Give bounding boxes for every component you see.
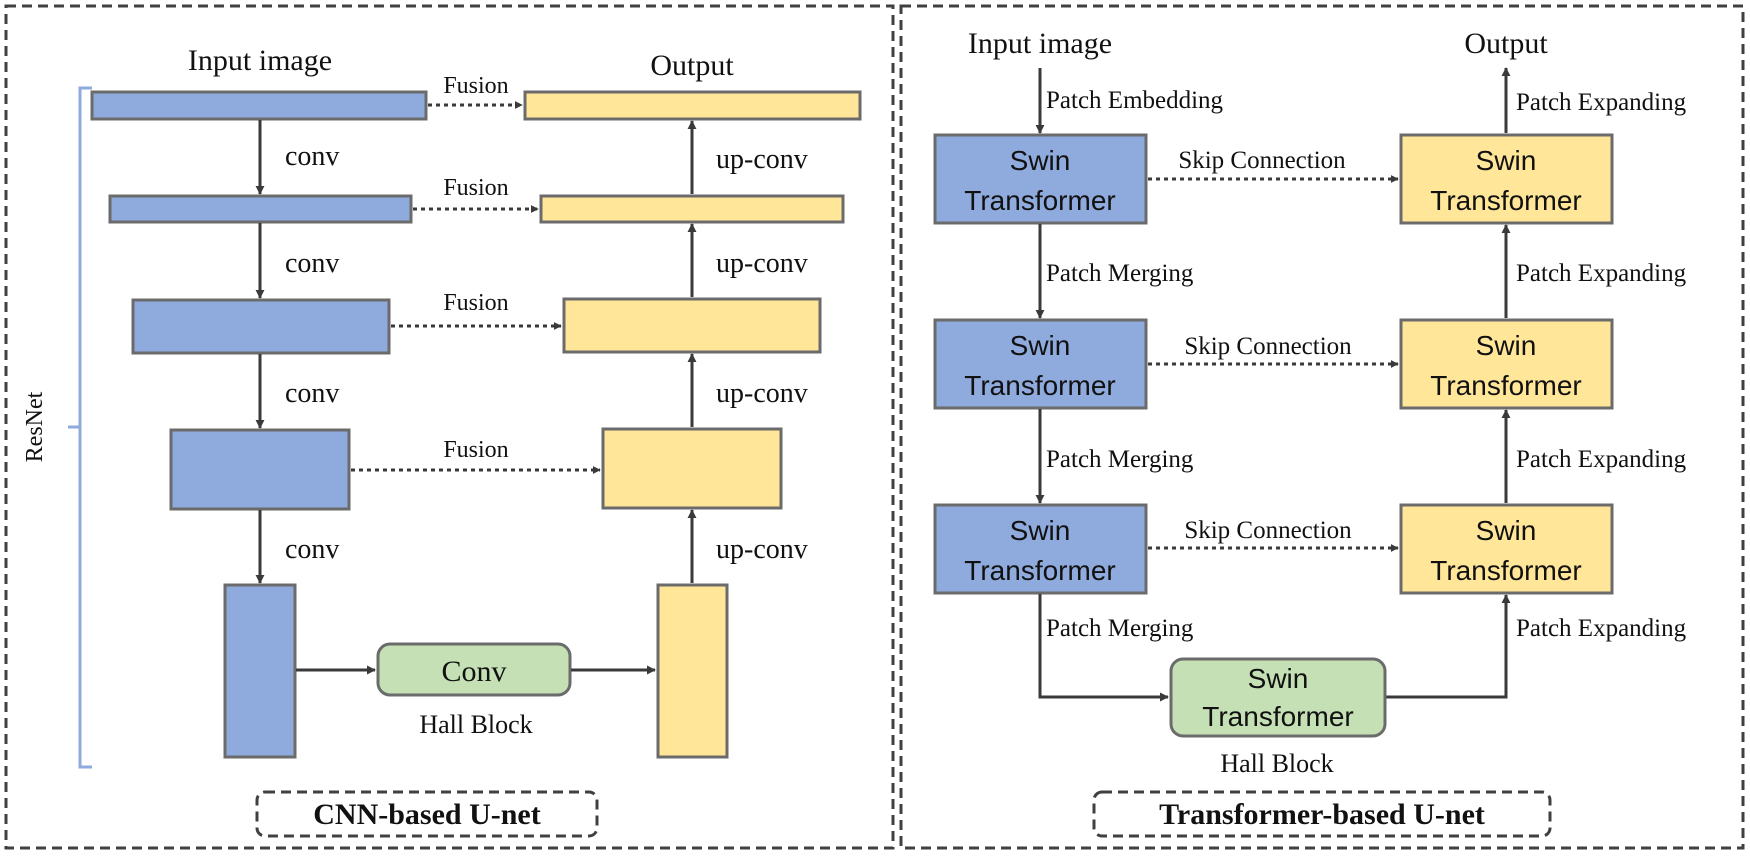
cnn-encoder-block-3 bbox=[131, 298, 391, 355]
tr-encoder-block-2-line1: Swin bbox=[1010, 330, 1071, 361]
tr-patch-expanding-arrow-4 bbox=[1386, 594, 1511, 699]
tr-decoder-block-1-line1: Swin bbox=[1476, 145, 1537, 176]
cnn-encoder-block-4 bbox=[169, 428, 351, 511]
tr-decoder-block-1-line2: Transformer bbox=[1430, 185, 1581, 216]
cnn-decoder-block-4 bbox=[601, 427, 783, 510]
cnn-fusion-label-1: Fusion bbox=[443, 73, 508, 99]
cnn-bottleneck-conv-block bbox=[376, 642, 572, 697]
cnn-bottleneck-label: Conv bbox=[441, 655, 506, 688]
tr-hall-block-label: Hall Block bbox=[1220, 749, 1333, 778]
resnet-bracket bbox=[68, 86, 92, 769]
tr-hall-block-line2: Transformer bbox=[1202, 701, 1353, 732]
tr-hall-block-line1: Swin bbox=[1248, 663, 1309, 694]
cnn-conv-label-3: conv bbox=[285, 378, 339, 409]
cnn-conv-label-1: conv bbox=[285, 141, 339, 172]
cnn-encoder-block-5 bbox=[223, 583, 297, 759]
cnn-decoder-block-1 bbox=[523, 90, 862, 121]
tr-patch-expanding-label-3: Patch Expanding bbox=[1516, 446, 1687, 473]
tr-patch-merging-label-3: Patch Merging bbox=[1046, 615, 1194, 642]
tr-patch-merging-arrow-3 bbox=[1038, 594, 1169, 702]
tr-encoder-block-2-line2: Transformer bbox=[964, 370, 1115, 401]
cnn-output-label: Output bbox=[650, 49, 734, 82]
cnn-upconv-label-2: up-conv bbox=[716, 248, 808, 279]
cnn-conv-label-4: conv bbox=[285, 534, 339, 565]
tr-decoder-block-3-line1: Swin bbox=[1476, 515, 1537, 546]
tr-patch-expanding-label-4: Patch Expanding bbox=[1516, 615, 1687, 642]
tr-decoder-block-3-line2: Transformer bbox=[1430, 555, 1581, 586]
cnn-title-frame bbox=[255, 790, 599, 838]
cnn-hall-block-label: Hall Block bbox=[419, 710, 532, 739]
cnn-fusion-label-3: Fusion bbox=[443, 290, 508, 316]
tr-encoder-block-1: Swin Transformer bbox=[933, 133, 1148, 225]
tr-input-label: Input image bbox=[968, 27, 1112, 60]
cnn-conv-label-2: conv bbox=[285, 248, 339, 279]
tr-encoder-block-3-line2: Transformer bbox=[964, 555, 1115, 586]
tr-encoder-block-3: Swin Transformer bbox=[933, 503, 1148, 595]
tr-decoder-block-2-line1: Swin bbox=[1476, 330, 1537, 361]
cnn-input-label: Input image bbox=[188, 44, 332, 77]
tr-title: Transformer-based U-net bbox=[1159, 798, 1485, 831]
tr-skip-label-1: Skip Connection bbox=[1178, 147, 1346, 174]
tr-patch-merging-label-2: Patch Merging bbox=[1046, 446, 1194, 473]
tr-encoder-block-1-line2: Transformer bbox=[964, 185, 1115, 216]
tr-patch-expanding-label-2: Patch Expanding bbox=[1516, 260, 1687, 287]
tr-skip-label-2: Skip Connection bbox=[1184, 333, 1352, 360]
cnn-decoder-block-3 bbox=[562, 297, 822, 354]
cnn-encoder-block-1 bbox=[90, 90, 428, 121]
tr-encoder-block-2: Swin Transformer bbox=[933, 318, 1148, 410]
tr-decoder-block-3: Swin Transformer bbox=[1399, 503, 1614, 595]
cnn-fusion-label-4: Fusion bbox=[443, 437, 508, 463]
resnet-label: ResNet bbox=[22, 391, 48, 462]
tr-hall-block bbox=[1169, 657, 1387, 738]
cnn-upconv-label-1: up-conv bbox=[716, 144, 808, 175]
tr-encoder-block-1-line1: Swin bbox=[1010, 145, 1071, 176]
cnn-upconv-label-3: up-conv bbox=[716, 378, 808, 409]
cnn-decoder-block-2 bbox=[539, 194, 845, 224]
tr-skip-label-3: Skip Connection bbox=[1184, 517, 1352, 544]
tr-output-label: Output bbox=[1464, 27, 1548, 60]
tr-patch-expanding-label-1: Patch Expanding bbox=[1516, 89, 1687, 116]
tr-encoder-block-3-line1: Swin bbox=[1010, 515, 1071, 546]
transformer-panel: Input image Output Swin Transformer Swin… bbox=[899, 4, 1745, 850]
cnn-upconv-label-4: up-conv bbox=[716, 534, 808, 565]
tr-decoder-block-1: Swin Transformer bbox=[1399, 133, 1614, 225]
cnn-panel: Input image Output ResNet conv conv conv… bbox=[4, 4, 895, 850]
transformer-panel-frame bbox=[899, 4, 1745, 850]
cnn-title: CNN-based U-net bbox=[313, 798, 541, 831]
tr-decoder-block-2: Swin Transformer bbox=[1399, 318, 1614, 410]
tr-patch-embedding-label: Patch Embedding bbox=[1046, 87, 1224, 114]
cnn-decoder-block-5 bbox=[656, 583, 729, 759]
cnn-fusion-label-2: Fusion bbox=[443, 175, 508, 201]
tr-patch-merging-label-1: Patch Merging bbox=[1046, 260, 1194, 287]
cnn-encoder-block-2 bbox=[108, 194, 413, 224]
tr-decoder-block-2-line2: Transformer bbox=[1430, 370, 1581, 401]
tr-title-frame bbox=[1092, 790, 1552, 838]
